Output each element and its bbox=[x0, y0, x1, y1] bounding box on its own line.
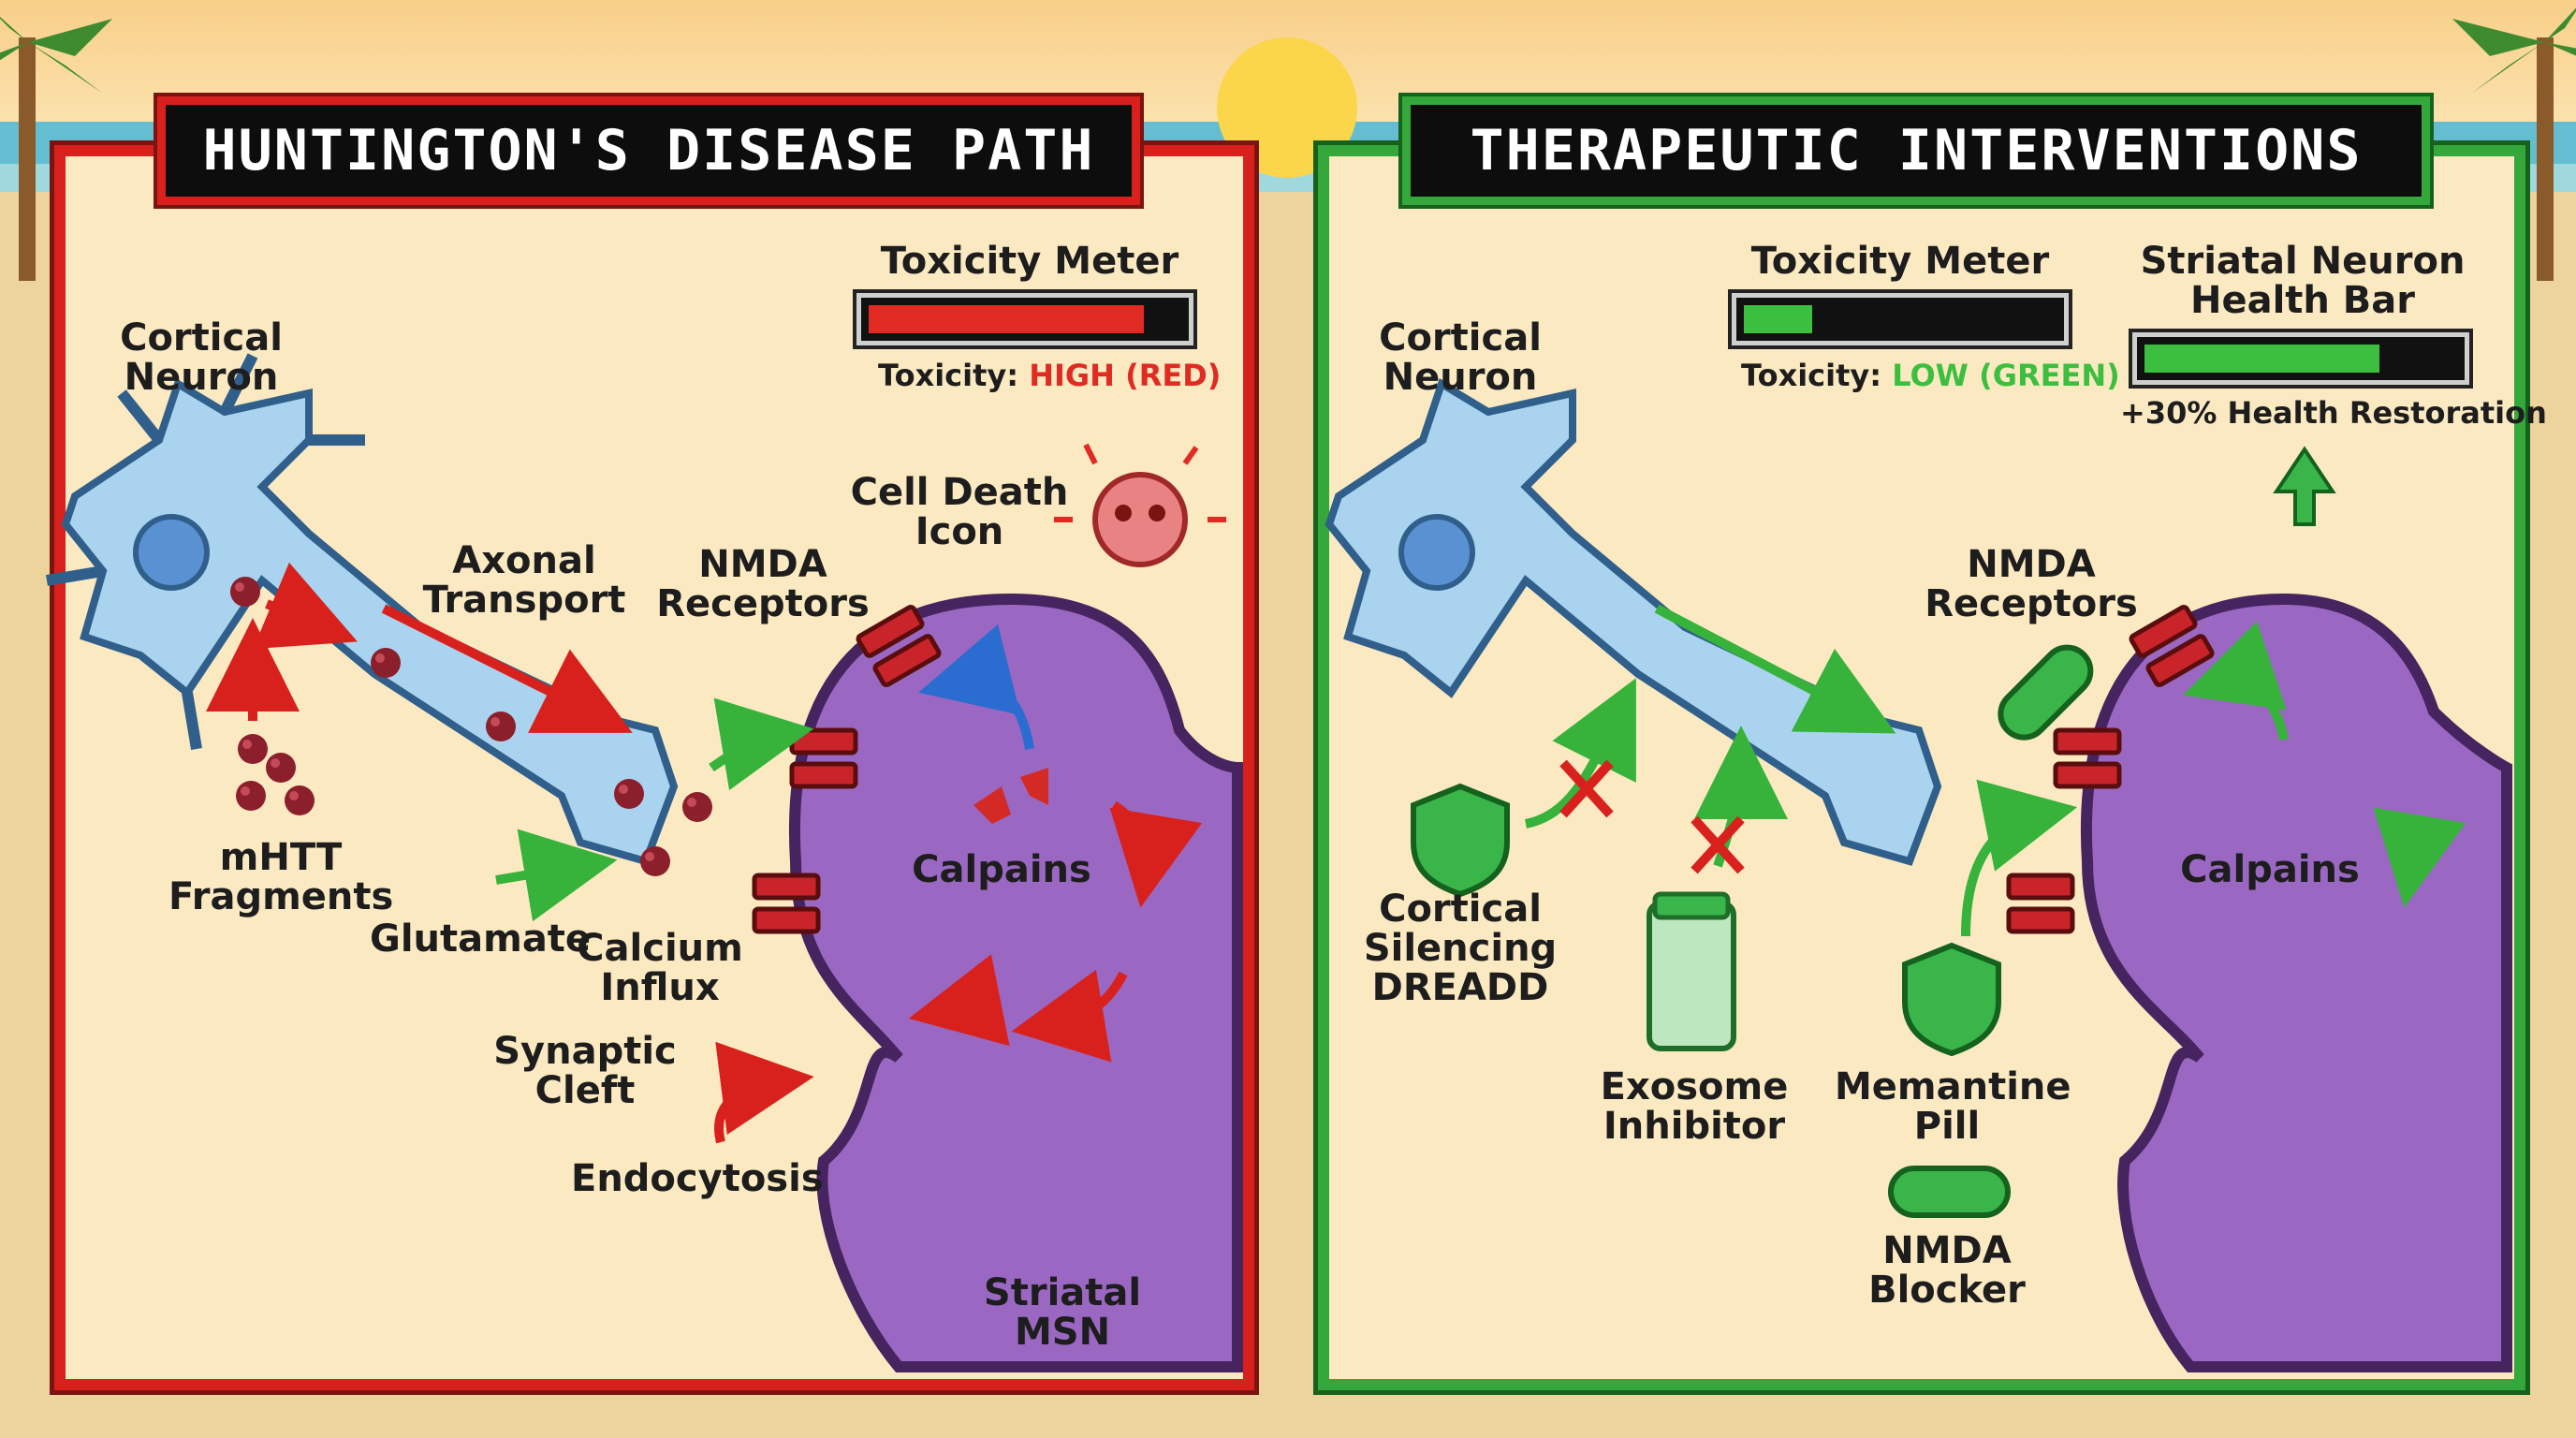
palm-tree-left bbox=[0, 17, 112, 281]
toxicity-status-right: Toxicity: LOW (GREEN) bbox=[1741, 358, 2120, 393]
label-striatal-msn: Striatal MSN bbox=[983, 1271, 1142, 1354]
toxicity-meter-left bbox=[856, 293, 1193, 345]
memantine-shield-icon bbox=[1902, 942, 2001, 1057]
label-nmda-blocker: NMDA Blocker bbox=[1868, 1229, 2026, 1312]
label-glutamate: Glutamate bbox=[370, 917, 592, 961]
toxicity-meter-label-right: Toxicity Meter bbox=[1750, 240, 2050, 283]
cortical-neuron-right bbox=[1325, 378, 1942, 866]
label-nmda-receptors-left: NMDA Receptors bbox=[656, 543, 870, 625]
label-cell-death-icon: Cell Death Icon bbox=[850, 471, 1069, 553]
health-restoration-caption: +30% Health Restoration bbox=[2120, 395, 2547, 431]
label-axonal-transport: Axonal Transport bbox=[422, 539, 626, 622]
toxicity-meter-fill-left bbox=[869, 305, 1144, 333]
striatal-health-bar bbox=[2132, 332, 2469, 385]
label-nmda-receptors-right: NMDA Receptors bbox=[1925, 543, 2138, 625]
label-cortical-silencing-dreadd: Cortical Silencing DREADD bbox=[1363, 888, 1558, 1009]
nmda-blocker-pill-icon bbox=[1888, 1166, 2011, 1218]
palm-tree-right bbox=[2452, 7, 2576, 281]
label-calpains-right: Calpains bbox=[2180, 848, 2360, 891]
label-calpains-left: Calpains bbox=[912, 848, 1091, 891]
toxicity-status-prefix-right: Toxicity: bbox=[1741, 358, 1893, 393]
therapeutic-title: THERAPEUTIC INTERVENTIONS bbox=[1402, 96, 2430, 205]
striatal-msn-cell-right bbox=[2081, 593, 2512, 1372]
arrows-left bbox=[206, 562, 1203, 1144]
label-cortical-neuron-right: Cortical Neuron bbox=[1379, 316, 1542, 399]
label-memantine-pill: Memantine Pill bbox=[1835, 1065, 2071, 1148]
label-mhtt-fragments: mHTT Fragments bbox=[168, 836, 394, 918]
calpains-left bbox=[973, 768, 1048, 824]
disease-path-title: HUNTINGTON'S DISEASE PATH bbox=[157, 96, 1140, 205]
label-calcium-influx: Calcium Influx bbox=[577, 927, 743, 1009]
toxicity-meter-fill-right bbox=[1744, 305, 1812, 333]
label-endocytosis: Endocytosis bbox=[571, 1157, 824, 1200]
memantine-capsule-icon bbox=[1998, 644, 2094, 741]
dreadd-shield-icon bbox=[1411, 783, 1510, 898]
health-bar-fill bbox=[2144, 345, 2379, 373]
exosome-inhibitor-jar-icon bbox=[1647, 891, 1736, 1051]
toxicity-status-left: Toxicity: HIGH (RED) bbox=[878, 358, 1221, 393]
cortical-neuron-left bbox=[46, 353, 679, 866]
label-exosome-inhibitor: Exosome Inhibitor bbox=[1600, 1065, 1789, 1148]
sun bbox=[1217, 37, 1357, 178]
toxicity-status-value-right: LOW (GREEN) bbox=[1892, 358, 2120, 393]
health-up-arrow-icon bbox=[2273, 446, 2336, 526]
cell-death-skull-icon bbox=[1054, 443, 1226, 567]
toxicity-meter-right bbox=[1732, 293, 2069, 345]
toxicity-status-value-left: HIGH (RED) bbox=[1029, 358, 1222, 393]
toxicity-status-prefix-left: Toxicity: bbox=[878, 358, 1030, 393]
label-synaptic-cleft: Synaptic Cleft bbox=[493, 1030, 677, 1112]
health-bar-label: Striatal Neuron Health Bar bbox=[2140, 240, 2466, 322]
neuron-nucleus bbox=[133, 514, 210, 591]
arrows-right bbox=[1524, 604, 2466, 937]
toxicity-meter-label-left: Toxicity Meter bbox=[880, 240, 1179, 283]
label-cortical-neuron-left: Cortical Neuron bbox=[120, 316, 283, 399]
